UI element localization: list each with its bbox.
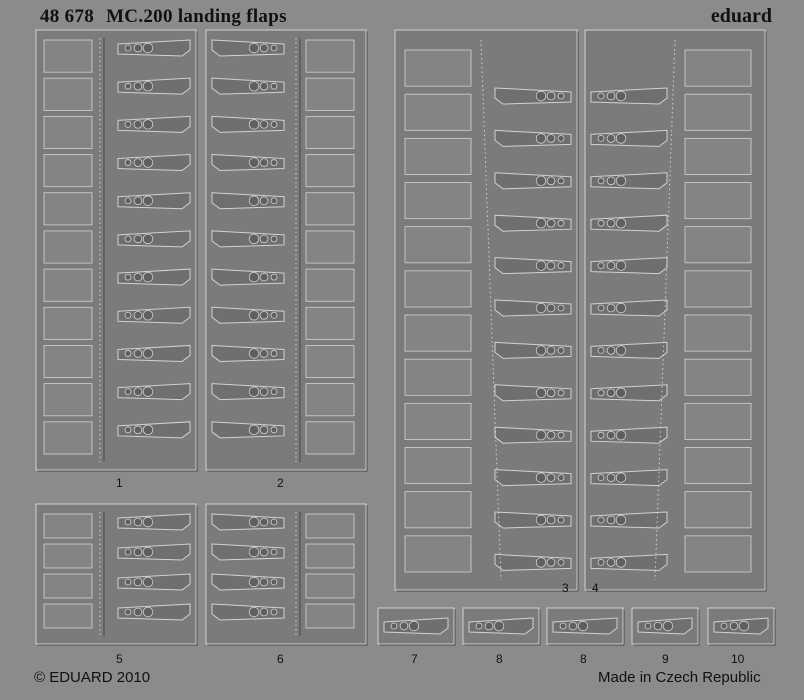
part-number-9: 9 (662, 652, 669, 666)
part-number-7: 7 (411, 652, 418, 666)
product-name: MC.200 landing flaps (106, 6, 287, 27)
part-number-3: 3 (562, 581, 569, 595)
small-part-8a (462, 607, 541, 646)
small-part-9 (631, 607, 700, 646)
flap-part-4 (584, 29, 767, 592)
part-number-5: 5 (116, 652, 123, 666)
flap-part-1 (35, 29, 198, 472)
small-part-7 (377, 607, 456, 646)
flap-part-3 (394, 29, 579, 592)
part-number-1: 1 (116, 476, 123, 490)
flap-part-5 (35, 503, 198, 646)
catalog-number: 48 678 (40, 6, 95, 27)
part-number-2: 2 (277, 476, 284, 490)
flap-part-2 (205, 29, 368, 472)
part-number-6: 6 (277, 652, 284, 666)
part-number-8a: 8 (496, 652, 503, 666)
part-number-8b: 8 (580, 652, 587, 666)
origin-text: Made in Czech Republic (598, 669, 761, 686)
copyright-text: © EDUARD 2010 (34, 669, 151, 686)
flap-part-6 (205, 503, 368, 646)
part-number-4: 4 (592, 581, 599, 595)
fret-title: 48 678 MC.200 landing flaps (40, 6, 287, 28)
brand-logo-text: eduard (710, 5, 772, 27)
small-part-10 (707, 607, 776, 646)
part-number-10: 10 (731, 652, 745, 666)
small-part-8b (546, 607, 625, 646)
